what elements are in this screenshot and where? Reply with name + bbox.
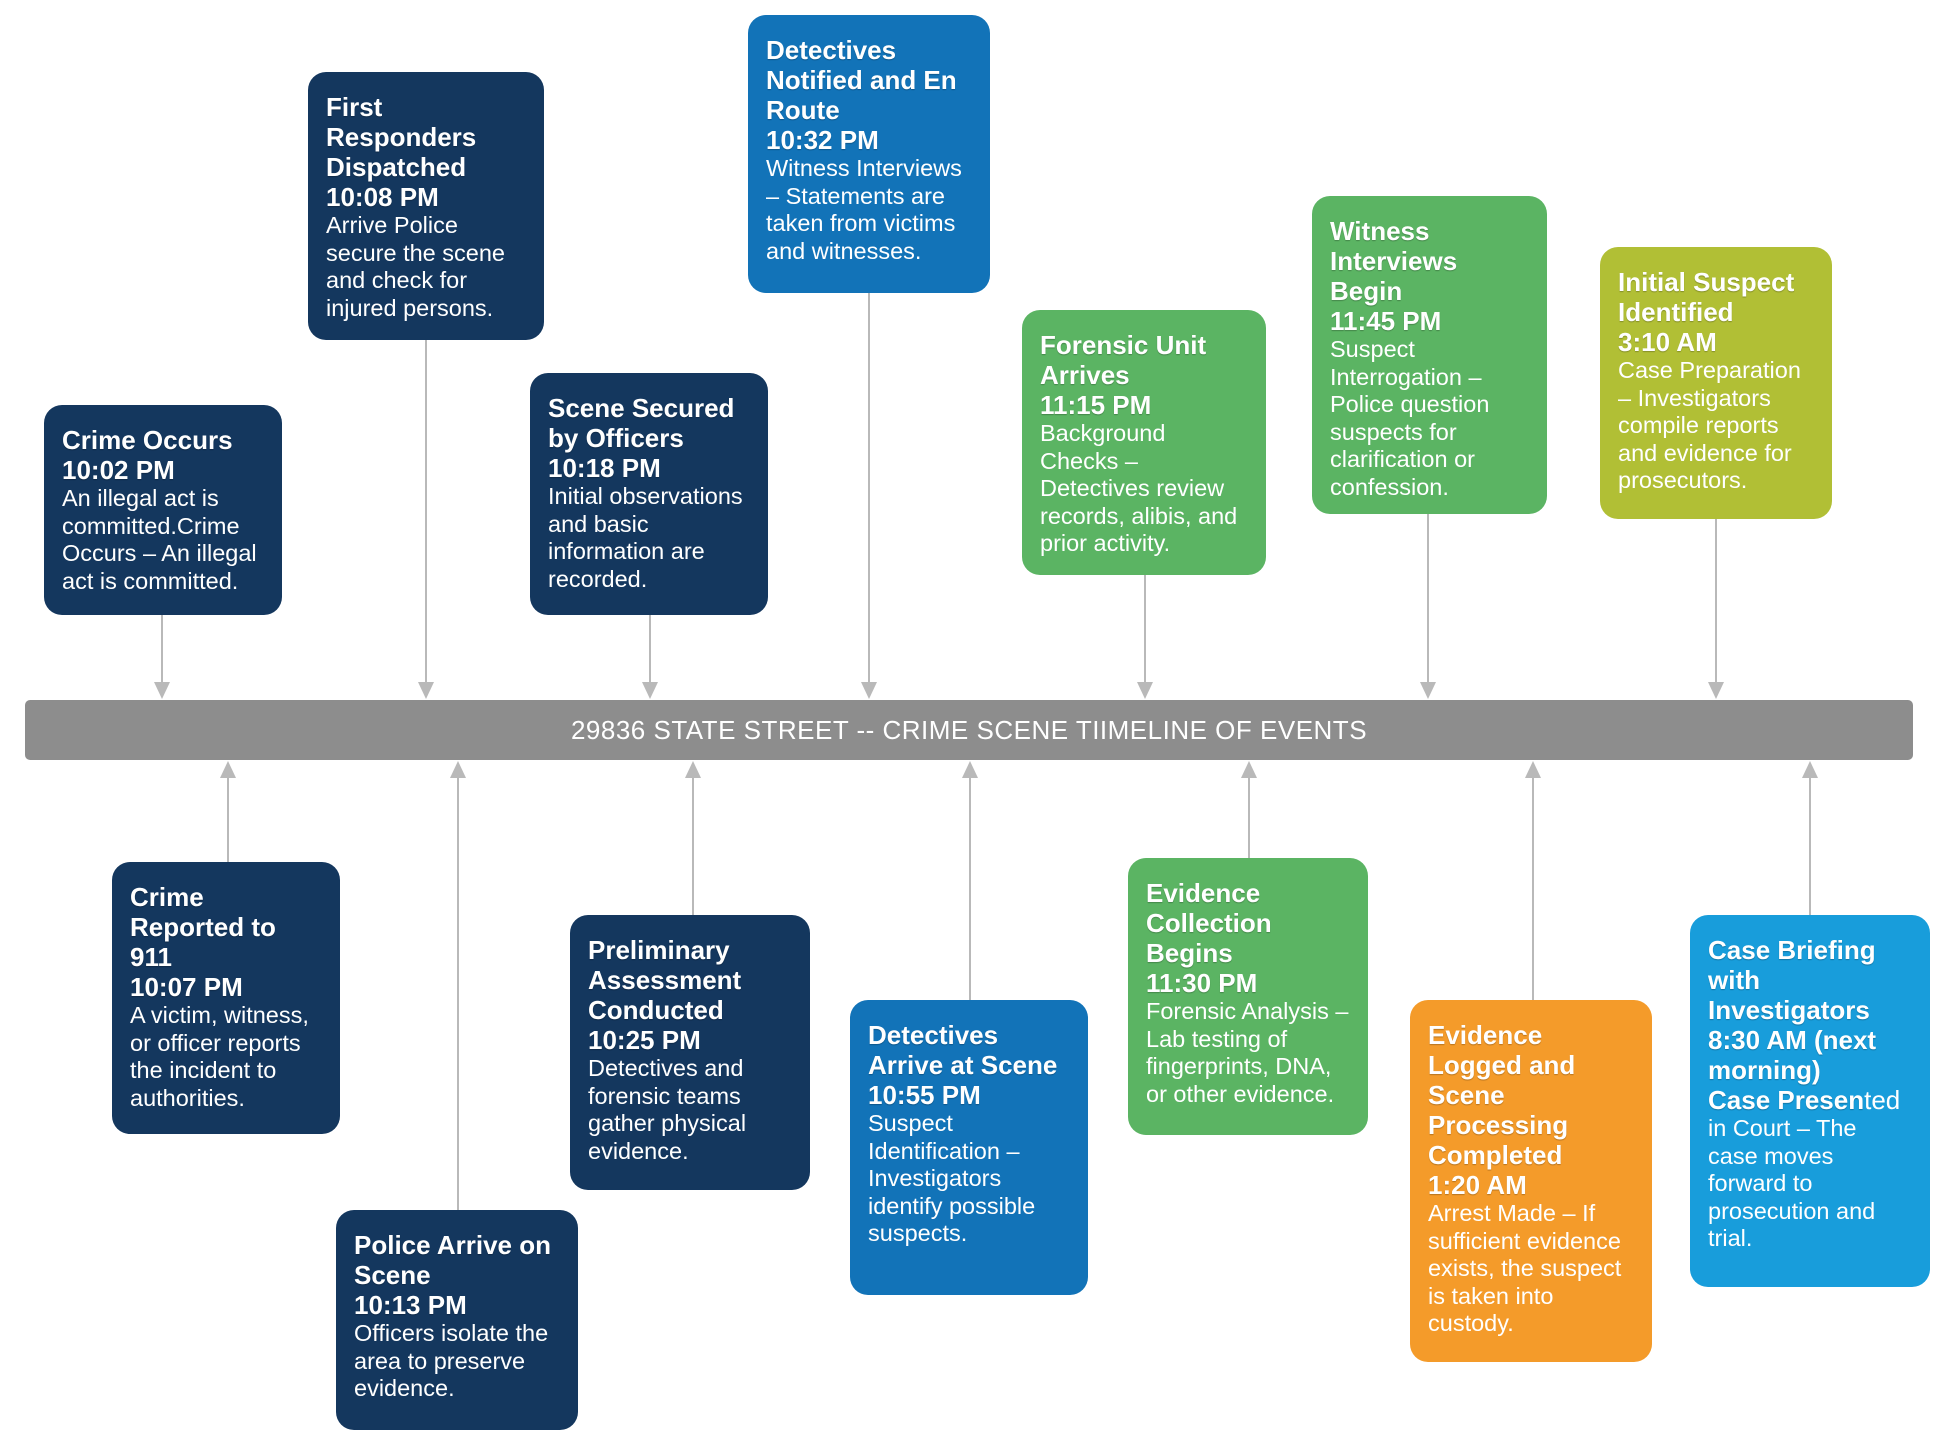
- arrow-up-icon: [1802, 761, 1818, 778]
- arrow-up-icon: [962, 761, 978, 778]
- connector-line: [227, 778, 229, 862]
- arrow-up-icon: [1525, 761, 1541, 778]
- connector-line: [1248, 778, 1250, 858]
- event-description: A victim, witness, or officer reports th…: [130, 1002, 309, 1111]
- arrow-down-icon: [861, 682, 877, 699]
- event-description: Forensic Analysis – Lab testing of finge…: [1146, 998, 1349, 1107]
- connector-line: [969, 778, 971, 1000]
- arrow-up-icon: [1241, 761, 1257, 778]
- event-description: Officers isolate the area to preserve ev…: [354, 1320, 549, 1401]
- arrow-down-icon: [1420, 682, 1436, 699]
- connector-line: [1427, 514, 1429, 682]
- event-description: An illegal act is committed.Crime Occurs…: [62, 485, 257, 594]
- event-description: Witness Interviews – Statements are take…: [766, 155, 962, 264]
- connector-line: [1809, 778, 1811, 915]
- event-description: Background Checks – Detectives review re…: [1040, 420, 1238, 556]
- timeline-bar: 29836 STATE STREET -- CRIME SCENE TIIMEL…: [25, 700, 1913, 760]
- arrow-down-icon: [642, 682, 658, 699]
- event-subtitle: Case Presented: [1708, 1085, 1901, 1115]
- arrow-up-icon: [220, 761, 236, 778]
- event-description: Suspect Identification – Investigators i…: [868, 1110, 1036, 1246]
- connector-line: [1144, 575, 1146, 682]
- arrow-down-icon: [1137, 682, 1153, 699]
- arrow-down-icon: [154, 682, 170, 699]
- arrow-up-icon: [685, 761, 701, 778]
- arrow-up-icon: [450, 761, 466, 778]
- event-card-evidence-logged: Evidence Logged and Scene Processing Com…: [1410, 1000, 1652, 1362]
- connector-line: [457, 778, 459, 1210]
- connector-line: [649, 615, 651, 682]
- connector-line: [868, 293, 870, 682]
- event-description: Initial observations and basic informati…: [548, 483, 743, 592]
- event-description: Arrest Made – If sufficient evidence exi…: [1428, 1200, 1622, 1336]
- event-description: Case Preparation – Investigators compile…: [1618, 357, 1801, 493]
- connector-line: [1715, 519, 1717, 682]
- connector-line: [1532, 778, 1534, 1000]
- connector-line: [692, 778, 694, 915]
- arrow-down-icon: [418, 682, 434, 699]
- timeline-bar-label: 29836 STATE STREET -- CRIME SCENE TIIMEL…: [570, 714, 1368, 745]
- connector-line: [161, 615, 163, 682]
- event-description: Suspect Interrogation – Police question …: [1330, 336, 1490, 500]
- event-description: in Court – The case moves forward to pro…: [1708, 1115, 1876, 1251]
- connector-line: [425, 340, 427, 682]
- event-description: Arrive Police secure the scene and check…: [326, 212, 505, 321]
- event-description: Detectives and forensic teams gather phy…: [588, 1055, 747, 1164]
- arrow-down-icon: [1708, 682, 1724, 699]
- event-title: Evidence Logged and Scene Processing Com…: [1428, 1020, 1576, 1200]
